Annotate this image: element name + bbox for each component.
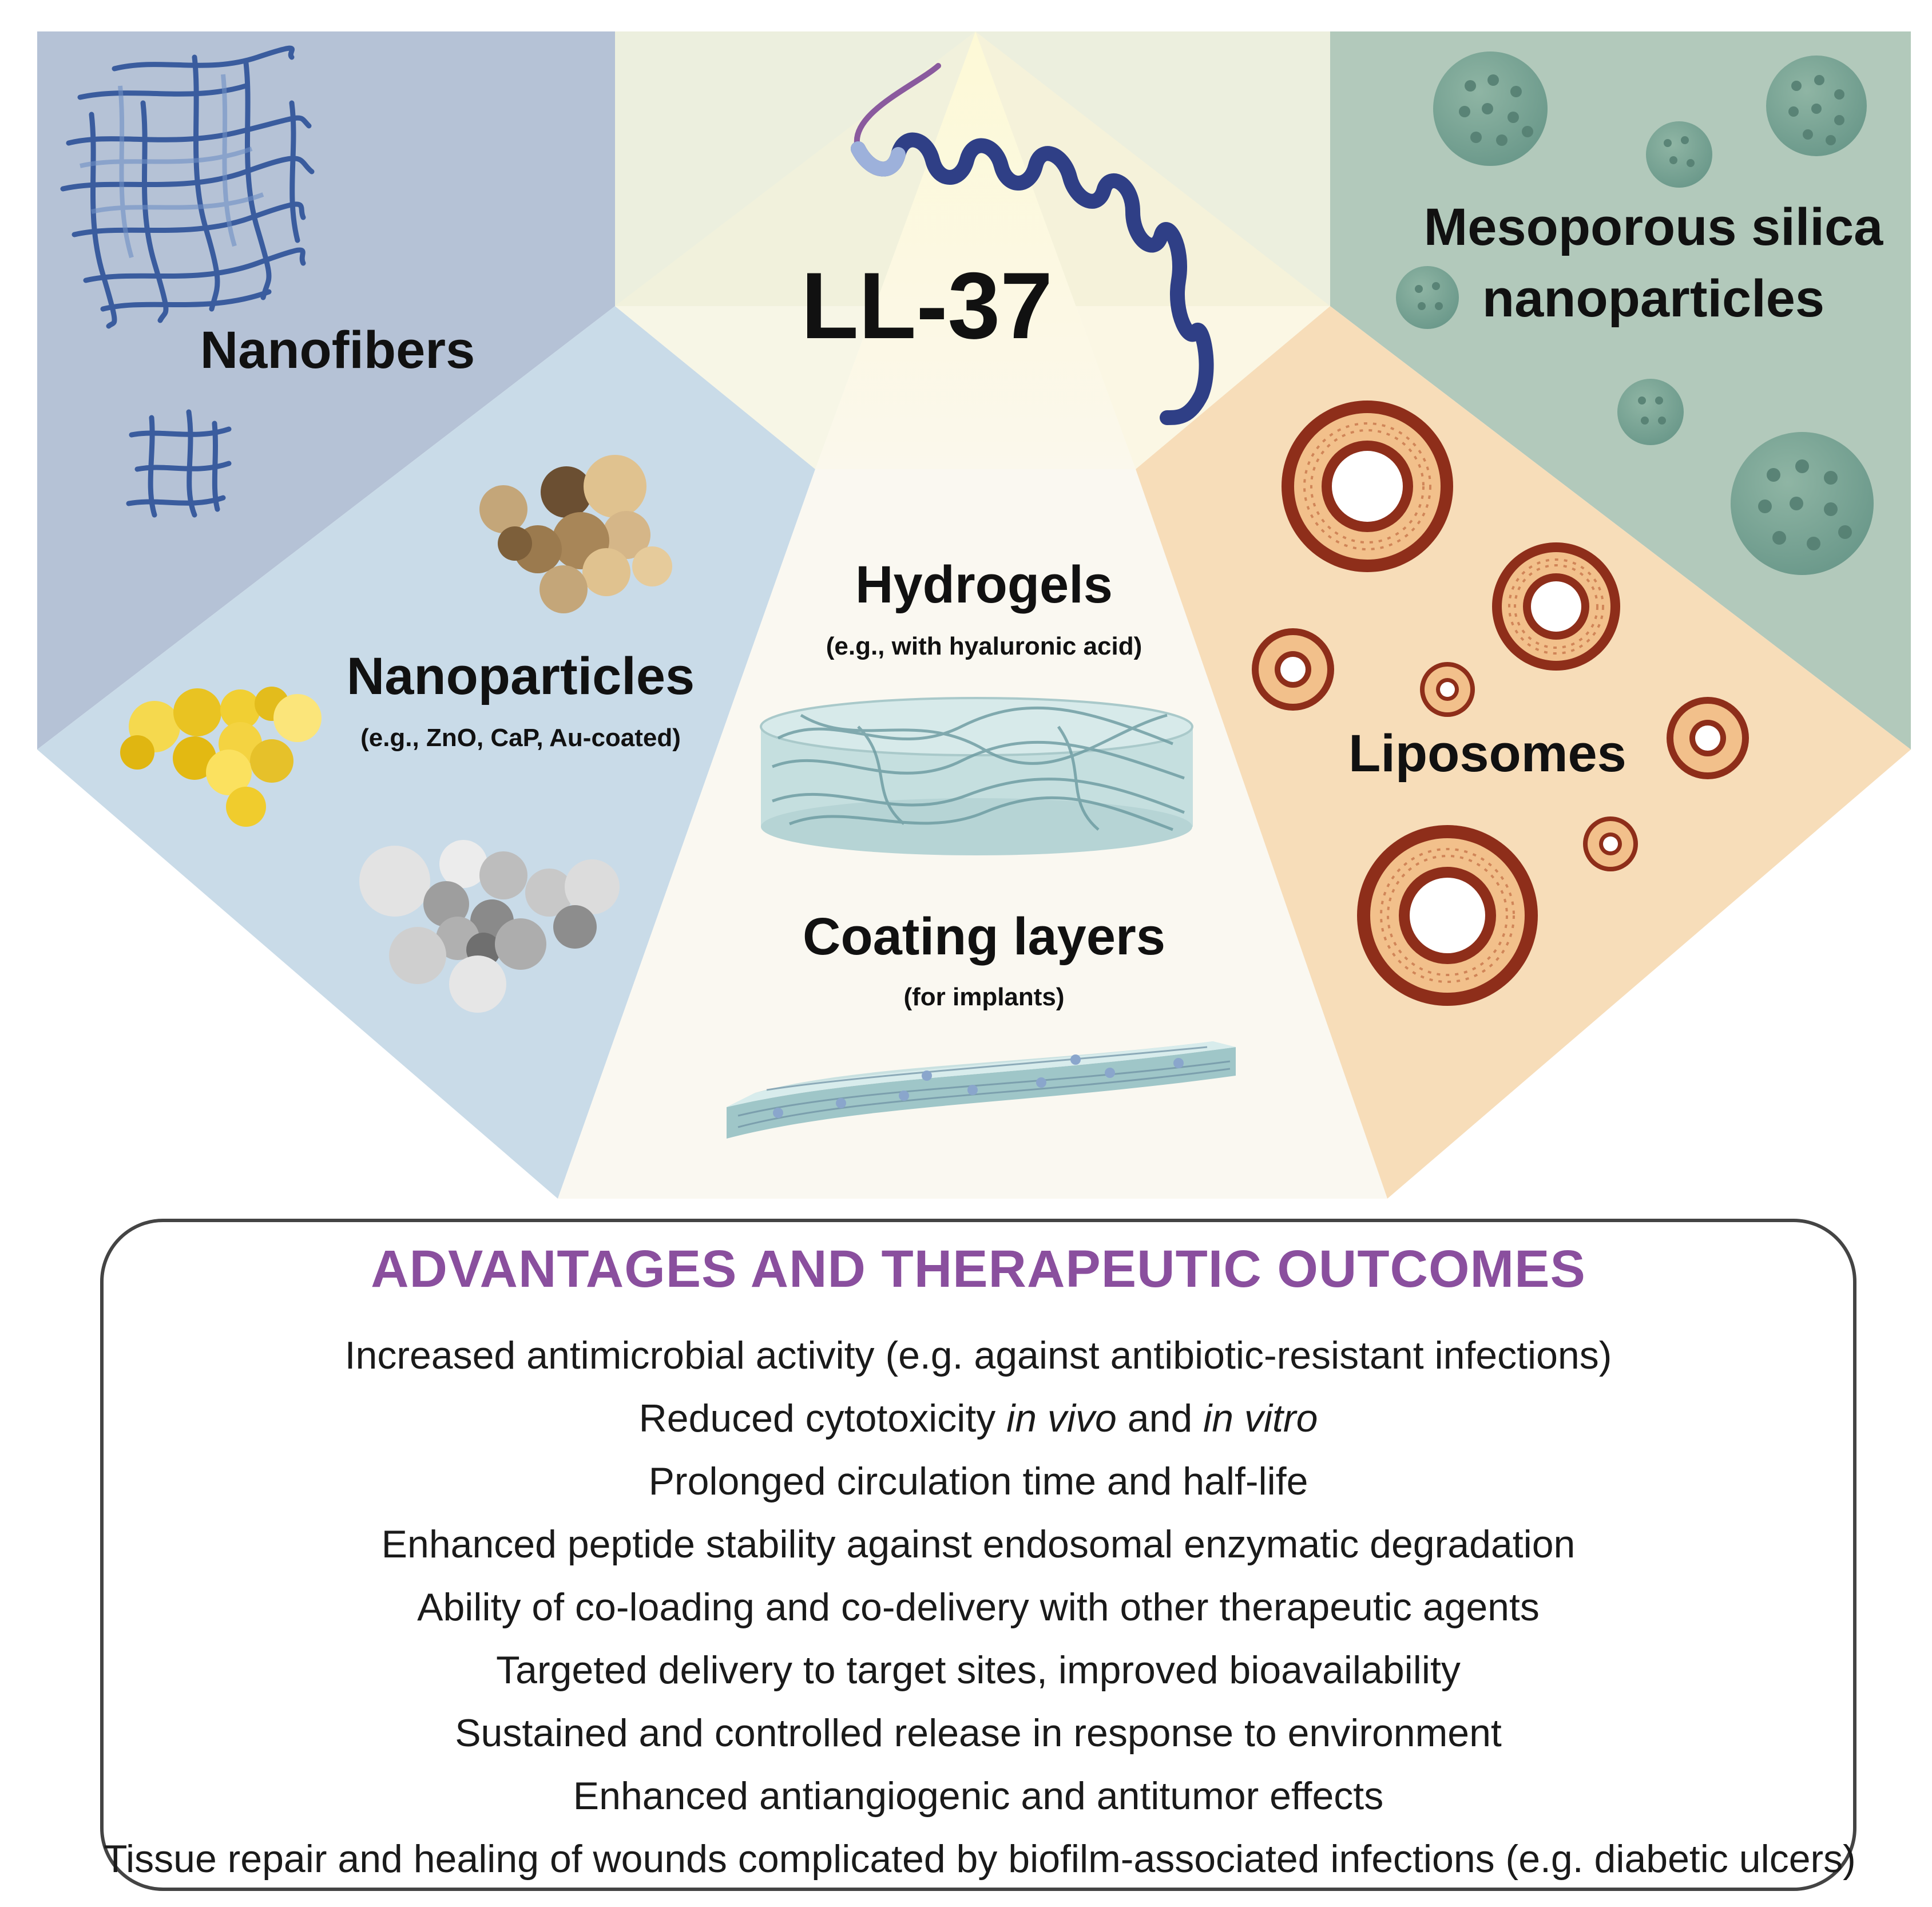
hydrogels-sublabel: (e.g., with hyaluronic acid)	[826, 632, 1142, 660]
nanoparticle-cluster-gold-icon	[120, 687, 322, 827]
outcome-item: Enhanced antiangiogenic and antitumor ef…	[573, 1774, 1384, 1818]
liposome-lipid-texture	[1303, 422, 1604, 983]
hydrogels-label: Hydrogels	[855, 556, 1113, 614]
panel-nanofibers	[37, 31, 615, 750]
nanofiber-small-icon	[126, 409, 232, 518]
ll37-helix-icon	[851, 63, 1214, 425]
outcomes-list: Increased antimicrobial activity (e.g. a…	[104, 1324, 1856, 1890]
outcome-item: Sustained and controlled release in resp…	[455, 1711, 1502, 1755]
coating-layers-label: Coating layers	[803, 907, 1165, 966]
liposomes-label: Liposomes	[1348, 724, 1626, 783]
outcome-item-text: Reduced cytotoxicity	[638, 1397, 1007, 1440]
silica-pore-dots	[1415, 74, 1852, 550]
coating-layers-sublabel: (for implants)	[903, 983, 1065, 1011]
outcomes-box: ADVANTAGES AND THERAPEUTIC OUTCOMES Incr…	[100, 1219, 1856, 1891]
liposome-icons	[1252, 401, 1749, 1006]
mesoporous-label-line1: Mesoporous silica	[1423, 198, 1883, 256]
outcome-item: Increased antimicrobial activity (e.g. a…	[344, 1334, 1612, 1377]
outcome-item-italic: in vivo	[1006, 1397, 1117, 1440]
ll37-title: LL-37	[800, 253, 1053, 358]
outcome-item-text: and	[1116, 1397, 1204, 1440]
outcome-item: Reduced cytotoxicity in vivo and in vitr…	[104, 1387, 1853, 1450]
nanoparticles-label: Nanoparticles	[346, 647, 695, 705]
nanofiber-mesh-icon	[60, 45, 315, 329]
panel-mesoporous	[1330, 31, 1911, 750]
coating-layer-icon	[727, 1041, 1236, 1139]
outcome-item-italic: in vitro	[1203, 1397, 1318, 1440]
nanofiber-mesh-faded-icon	[80, 74, 264, 259]
beam-left-edge	[615, 31, 975, 469]
nanoparticles-sublabel: (e.g., ZnO, CaP, Au-coated)	[360, 724, 681, 752]
outcomes-title: ADVANTAGES AND THERAPEUTIC OUTCOMES	[371, 1240, 1586, 1298]
outcome-item: Tissue repair and healing of wounds comp…	[104, 1837, 1856, 1881]
outcome-item: Ability of co-loading and co-delivery wi…	[417, 1585, 1540, 1629]
nanoparticle-cluster-brown-icon	[479, 455, 672, 613]
outcome-item: Targeted delivery to target sites, impro…	[496, 1648, 1461, 1692]
nanoparticle-cluster-gray-icon	[359, 840, 620, 1013]
center-light-beam	[815, 31, 1136, 469]
hydrogel-disc-icon	[760, 697, 1193, 855]
outcome-item: Enhanced peptide stability against endos…	[381, 1523, 1576, 1566]
nanofibers-label: Nanofibers	[200, 321, 475, 379]
mesoporous-label-line2: nanoparticles	[1482, 269, 1825, 328]
outcome-item: Prolonged circulation time and half-life	[648, 1460, 1308, 1503]
